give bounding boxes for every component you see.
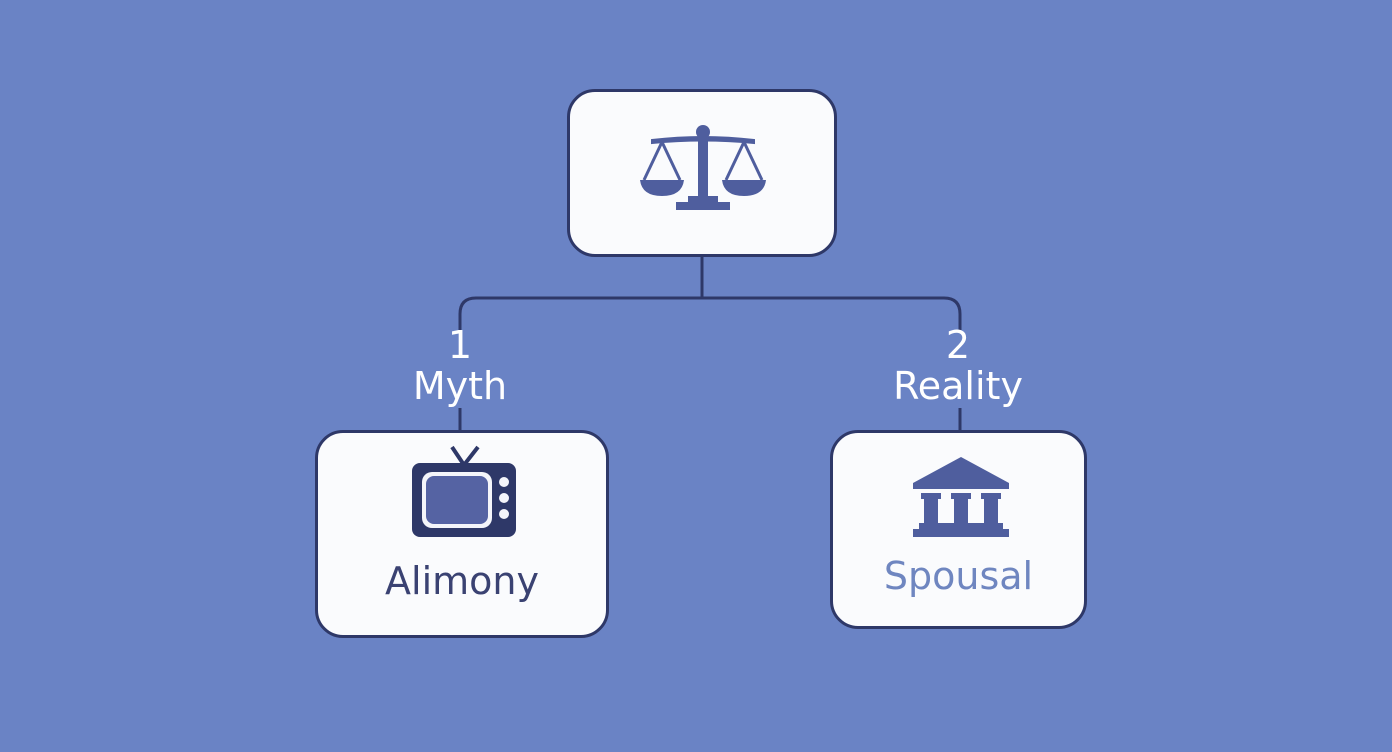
root-node: [567, 89, 837, 257]
branch-label-myth: Myth: [412, 364, 508, 408]
term-alimony: Alimony: [385, 559, 539, 603]
branch-number-reality: 2: [945, 323, 971, 367]
branch-number-myth: 1: [447, 323, 473, 367]
myth-node: Alimony: [315, 430, 609, 638]
television-icon: [412, 445, 516, 537]
term-spousal: Spousal: [883, 554, 1034, 598]
branch-label-reality: Reality: [893, 364, 1023, 408]
courthouse-icon: [913, 457, 1009, 537]
reality-node: Spousal: [830, 430, 1087, 629]
scales-of-justice-icon: [640, 125, 766, 210]
